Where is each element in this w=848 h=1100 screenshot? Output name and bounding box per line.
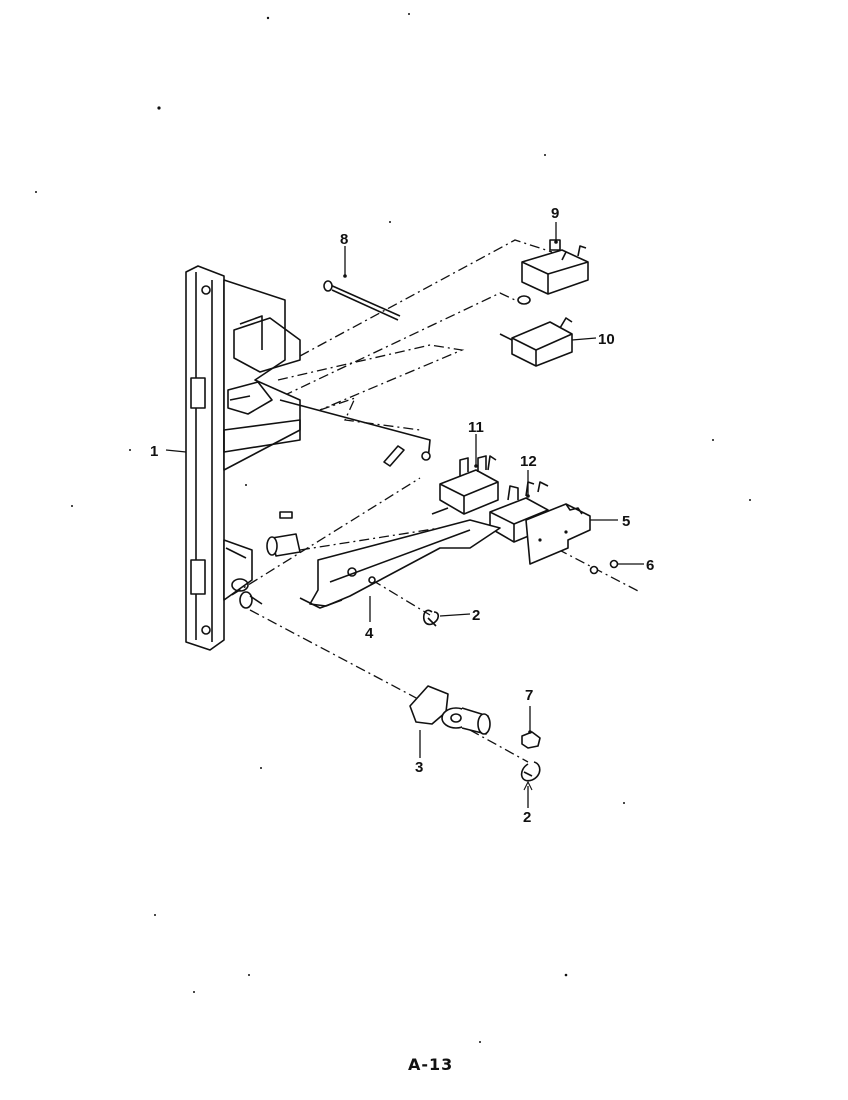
alignment-lines <box>231 239 641 763</box>
leader-lines <box>165 222 644 808</box>
part-5-plate <box>525 503 591 565</box>
callout-7: 7 <box>525 687 533 704</box>
callout-9: 9 <box>551 205 559 222</box>
page-number: A-13 <box>408 1055 453 1074</box>
callout-2-lower: 2 <box>523 809 531 826</box>
callout-labels: 1 8 9 10 11 12 5 6 4 2 7 3 2 <box>150 205 654 826</box>
part-4-lever <box>299 519 501 609</box>
part-9-switch <box>517 239 589 305</box>
part-2-clip-lower <box>520 761 541 782</box>
part-7-nut <box>521 731 541 749</box>
callout-4: 4 <box>365 625 374 642</box>
callout-2-upper: 2 <box>472 607 480 624</box>
callout-6: 6 <box>646 557 654 574</box>
callout-12: 12 <box>520 453 537 470</box>
part-11-switch <box>431 455 499 515</box>
callout-3: 3 <box>415 759 423 776</box>
part-6-nuts <box>589 559 619 575</box>
scan-specks <box>35 13 751 1043</box>
part-8-screw <box>323 280 401 321</box>
callout-10: 10 <box>598 331 615 348</box>
link-piece <box>383 445 431 467</box>
pivot-pin <box>239 511 301 609</box>
callout-5: 5 <box>622 513 630 530</box>
part-3-cam <box>409 685 491 735</box>
part-1-bracket <box>185 265 431 651</box>
part-2-clip-upper <box>422 609 440 627</box>
part-10-switch <box>499 317 573 367</box>
callout-8: 8 <box>340 231 348 248</box>
callout-11: 11 <box>468 419 484 436</box>
callout-1: 1 <box>150 443 158 460</box>
